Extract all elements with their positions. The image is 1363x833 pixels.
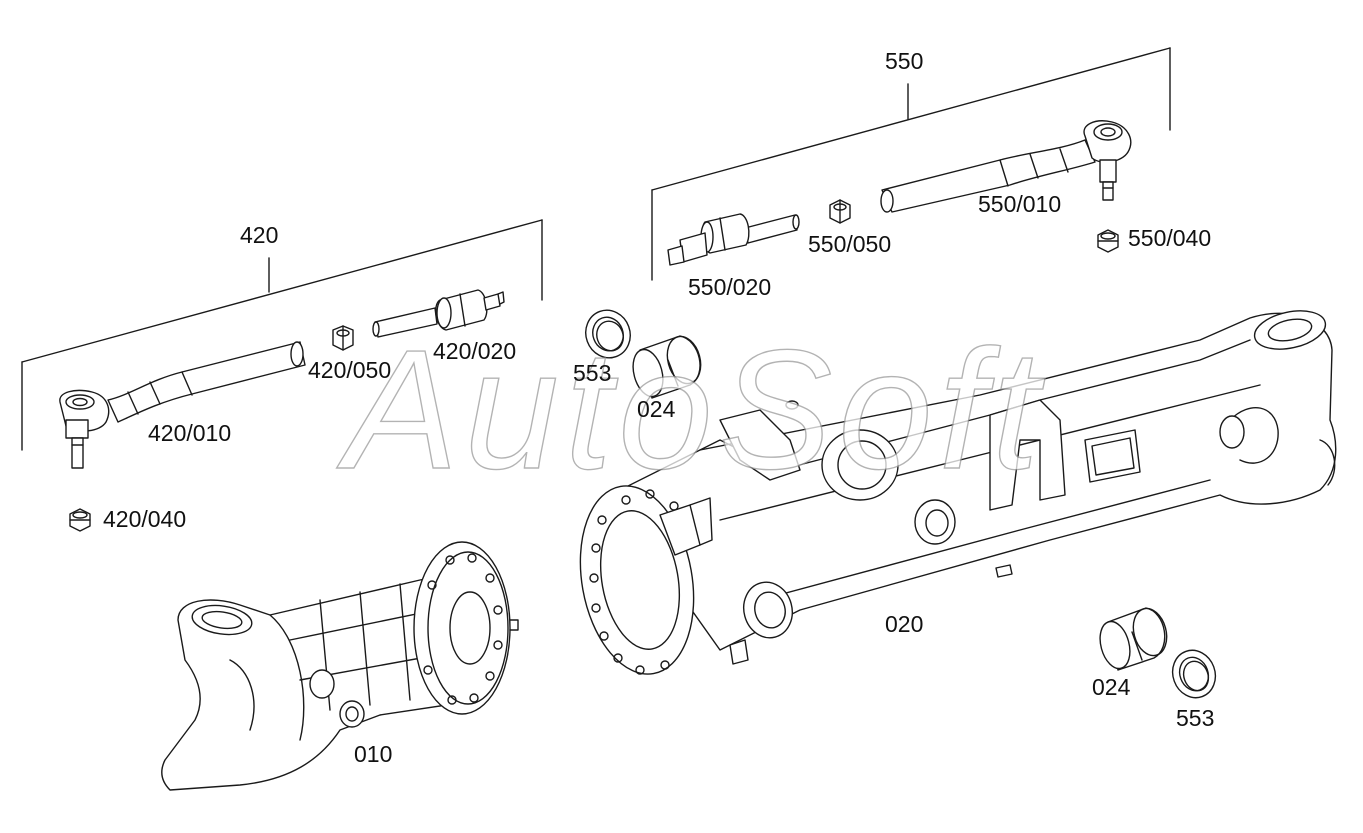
seal-ring-553-bottom <box>1171 649 1217 699</box>
inner-joint-420-020 <box>372 289 505 338</box>
tie-rod-end-420-010 <box>59 341 306 469</box>
label-550-020: 550/020 <box>688 274 772 300</box>
inner-joint-550-020 <box>667 213 800 266</box>
label-550-050: 550/050 <box>808 231 892 257</box>
label-024-bottom: 024 <box>1092 674 1131 700</box>
label-020: 020 <box>885 611 924 637</box>
bracket-550 <box>651 47 1171 281</box>
label-010: 010 <box>354 741 393 767</box>
tie-rod-end-550-010 <box>880 120 1132 213</box>
nut-420-040 <box>69 508 91 532</box>
bracket-420 <box>21 219 543 451</box>
label-024-top: 024 <box>637 396 676 422</box>
label-420-020: 420/020 <box>433 338 517 364</box>
bushing-024-bottom <box>1099 607 1168 671</box>
label-553-top: 553 <box>573 360 612 386</box>
label-420-010: 420/010 <box>148 420 232 446</box>
bushing-024-top <box>632 335 702 399</box>
label-420: 420 <box>240 222 279 248</box>
label-550-040: 550/040 <box>1128 225 1212 251</box>
nut-550-040 <box>1097 229 1119 253</box>
label-550: 550 <box>885 48 924 74</box>
label-550-010: 550/010 <box>978 191 1062 217</box>
axle-housing-020 <box>579 310 1337 675</box>
nut-420-050 <box>332 325 354 351</box>
label-420-040: 420/040 <box>103 506 187 532</box>
label-420-050: 420/050 <box>308 357 392 383</box>
yoke-flange-010 <box>161 541 519 791</box>
label-553-bottom: 553 <box>1176 705 1215 731</box>
nut-550-050 <box>829 199 851 224</box>
seal-ring-553-top <box>585 309 631 359</box>
